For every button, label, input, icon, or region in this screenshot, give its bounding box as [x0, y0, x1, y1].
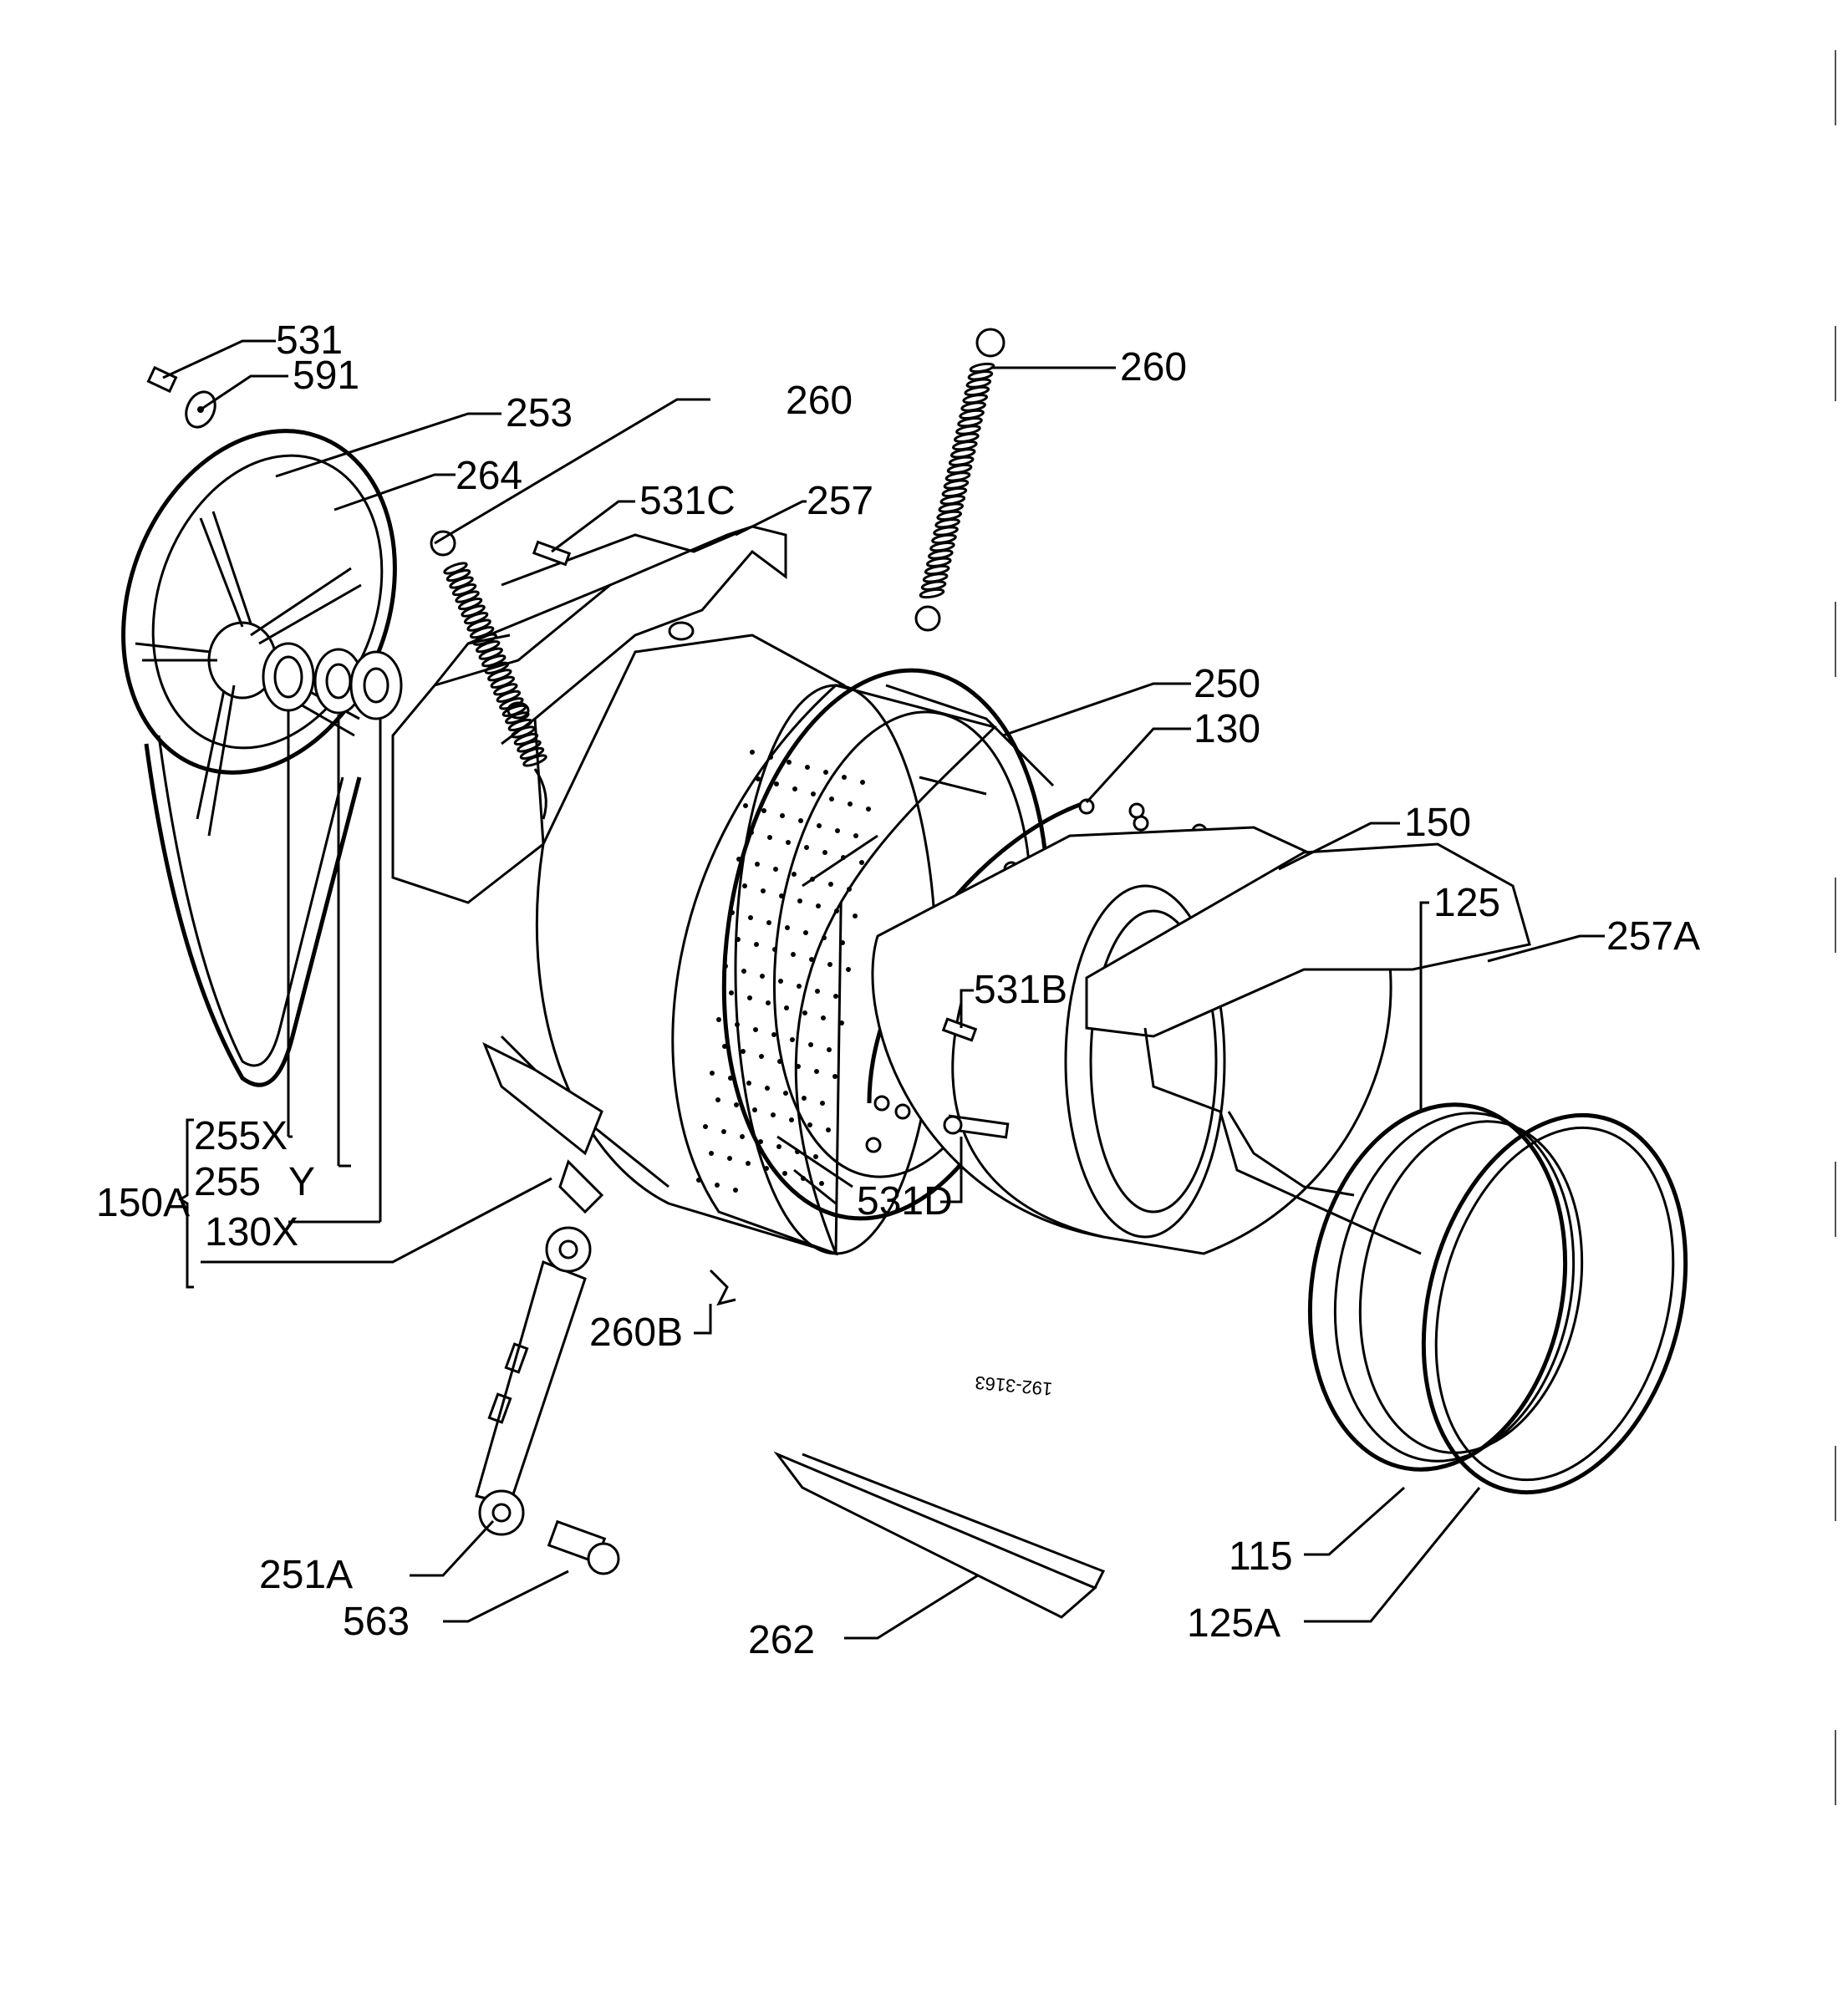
- label-260-left: 260: [786, 379, 853, 423]
- label-531: 531: [276, 318, 343, 363]
- label-250: 250: [1194, 662, 1260, 706]
- shock-absorber-251A: [475, 1226, 592, 1536]
- spring-260-right: [914, 328, 1005, 632]
- label-563: 563: [343, 1600, 410, 1644]
- screw-531C: [532, 540, 572, 567]
- label-253: 253: [506, 391, 573, 435]
- bracket-257A: [1085, 842, 1531, 1255]
- clip-260B: [709, 1269, 736, 1306]
- label-257A: 257A: [1606, 914, 1700, 959]
- clamp-ring-125A: [1421, 1112, 1688, 1495]
- label-Y: Y: [288, 1160, 315, 1204]
- label-255: 255: [194, 1160, 261, 1204]
- label-260B: 260B: [589, 1310, 683, 1355]
- label-130X: 130X: [205, 1210, 298, 1254]
- screw-531-and-washer-591: [146, 365, 216, 429]
- label-130: 130: [1194, 707, 1260, 751]
- label-115: 115: [1229, 1534, 1293, 1579]
- group-bracket-150A: [178, 1118, 194, 1289]
- label-251A: 251A: [259, 1553, 353, 1597]
- label-150A: 150A: [96, 1181, 190, 1225]
- label-531D: 531D: [857, 1179, 953, 1224]
- screw-531D: [943, 1114, 1010, 1139]
- pulley-253: [121, 429, 397, 837]
- label-125A: 125A: [1187, 1601, 1280, 1646]
- door-seal-125: [1307, 1102, 1584, 1472]
- label-125: 125: [1433, 881, 1500, 925]
- label-264: 264: [456, 454, 522, 498]
- spring-260-left: [430, 530, 547, 820]
- label-262: 262: [748, 1618, 815, 1662]
- part-labels: 531 591 253 264 260 260 531C 257 250 130…: [96, 318, 1700, 1662]
- label-260-right: 260: [1120, 345, 1187, 389]
- counterweight-262: [773, 1451, 1106, 1619]
- drawing-code: 192-3163: [974, 1372, 1053, 1400]
- drive-belt: [144, 735, 362, 1087]
- label-255X: 255X: [194, 1114, 288, 1158]
- bolt-563: [547, 1519, 620, 1575]
- label-150: 150: [1404, 801, 1471, 845]
- bearings: [262, 642, 403, 1222]
- label-257: 257: [807, 479, 873, 523]
- label-531C: 531C: [639, 479, 736, 523]
- label-591: 591: [293, 354, 359, 398]
- leader-lines: [162, 339, 1605, 1640]
- label-531B: 531B: [974, 968, 1067, 1012]
